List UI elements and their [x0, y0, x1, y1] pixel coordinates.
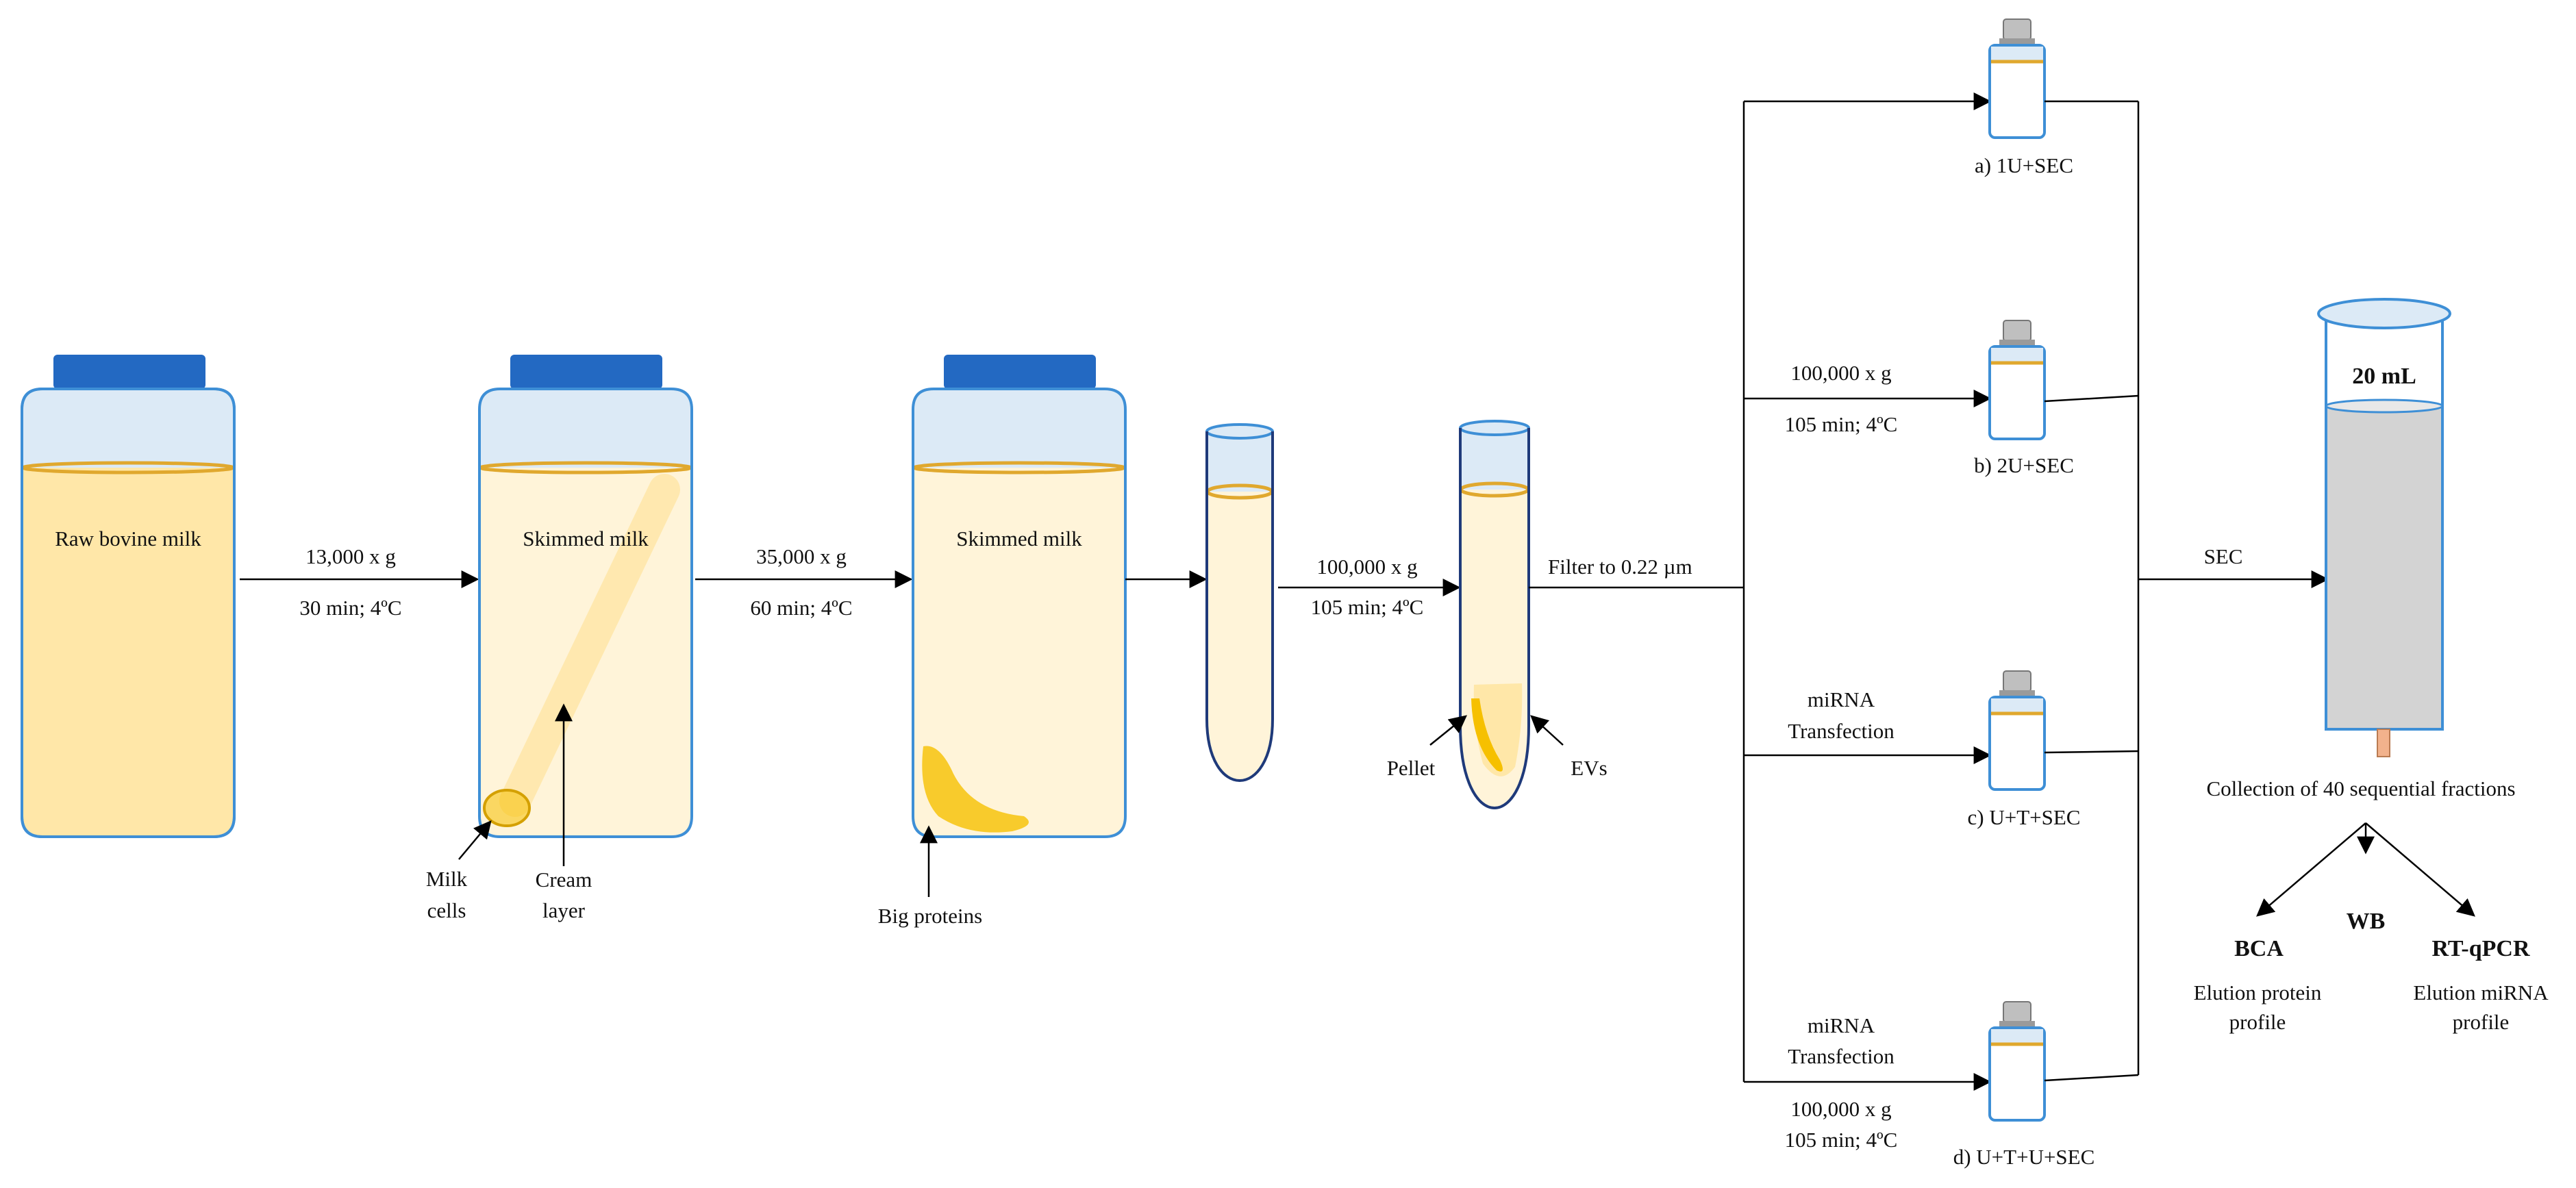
vial-body: [1988, 345, 2046, 440]
column-resin-top: [2325, 399, 2444, 414]
branch-d-time: 105 min; 4ºC: [1785, 1128, 1898, 1152]
cream-layer-label-2: layer: [542, 898, 586, 922]
vial-headspace: [1991, 348, 2043, 362]
jar-headspace: [23, 390, 233, 468]
tube-rim: [1205, 423, 1274, 440]
vial-cap: [2003, 1001, 2031, 1023]
branch-d-label: d) U+T+U+SEC: [1953, 1145, 2095, 1169]
jar-headspace: [481, 390, 690, 468]
cream-layer-streak: [499, 474, 680, 817]
column-reservoir-lip: [2317, 298, 2451, 329]
jar-lid: [53, 355, 205, 389]
tube-body: [1207, 431, 1273, 781]
jar-headspace: [914, 390, 1124, 468]
milk-cells-pointer: [458, 820, 492, 860]
milk-cells-label: Milk: [426, 867, 468, 891]
jar-body: [913, 389, 1125, 837]
vial-d: [1988, 1001, 2046, 1122]
vial-cap: [2003, 670, 2031, 692]
branch-c-label: c) U+T+SEC: [1968, 805, 2081, 829]
jar-lid: [944, 355, 1096, 389]
branch-c-line1: miRNA: [1808, 687, 1875, 711]
skimmed-milk-label-2: Skimmed milk: [956, 527, 1082, 551]
column-body-upper: [2325, 319, 2444, 407]
output-arrow-bca: [2256, 822, 2366, 917]
evs-label: EVs: [1571, 756, 1607, 780]
pellet-crescent: [1471, 698, 1503, 772]
raw-milk-label: Raw bovine milk: [55, 527, 201, 551]
spin1-time: 30 min; 4ºC: [299, 596, 401, 620]
spin3-speed: 100,000 x g: [1316, 555, 1417, 579]
tube-rim: [1459, 420, 1530, 436]
column-outlet: [2377, 729, 2390, 757]
milk-cells-label-2: cells: [427, 898, 466, 922]
vial-neck: [1999, 340, 2035, 346]
vial-c: [1988, 670, 2046, 791]
pellet-pointer: [1429, 715, 1468, 746]
column-resin: [2325, 405, 2444, 731]
raw-milk-jar: Raw bovine milk: [21, 355, 236, 838]
vial-cap: [2003, 320, 2031, 342]
rt-desc-2: profile: [2453, 1010, 2510, 1034]
bca-desc-1: Elution protein: [2194, 981, 2322, 1004]
spin3-time: 105 min; 4ºC: [1311, 595, 1424, 619]
branch-b-speed: 100,000 x g: [1790, 361, 1891, 385]
skimmed-milk-jar-1: Skimmed milk: [478, 355, 693, 838]
pellet-label: Pellet: [1387, 756, 1436, 780]
spin1-speed: 13,000 x g: [305, 544, 396, 568]
vial-c-out: [2044, 750, 2139, 754]
vial-b: [1988, 320, 2046, 440]
bca-desc-2: profile: [2229, 1010, 2286, 1034]
cream-layer-label: Cream: [536, 868, 592, 892]
milk-cells-blob: [483, 789, 531, 827]
vial-neck: [1999, 38, 2035, 45]
vial-headspace: [1991, 698, 2043, 712]
branch-d-speed: 100,000 x g: [1790, 1097, 1891, 1121]
skimmed-milk-label-1: Skimmed milk: [523, 527, 649, 551]
filter-label: Filter to 0.22 µm: [1548, 555, 1692, 579]
vial-neck: [1999, 1021, 2035, 1028]
jar-body: [479, 389, 692, 837]
rtqpcr-label: RT-qPCR: [2431, 936, 2529, 961]
tube-headspace: [1207, 431, 1273, 492]
ultracentrifuge-tube-2: [1459, 420, 1530, 809]
bca-label: BCA: [2234, 936, 2284, 961]
vial-body: [1988, 44, 2046, 139]
skimmed-milk-jar-2: Skimmed milk: [912, 355, 1127, 838]
branch-b-label: b) 2U+SEC: [1974, 453, 2074, 477]
spin2-speed: 35,000 x g: [756, 544, 847, 568]
wb-label: WB: [2347, 909, 2386, 934]
jar-outline: [21, 388, 236, 838]
evs-pointer: [1530, 715, 1564, 746]
branch-d-line2: Transfection: [1788, 1044, 1895, 1068]
ultracentrifuge-tube-1: [1205, 423, 1274, 782]
branch-b-time: 105 min; 4ºC: [1785, 412, 1898, 436]
big-proteins-sediment: [922, 746, 1029, 833]
branch-d-line1: miRNA: [1808, 1013, 1875, 1037]
branch-a-label: a) 1U+SEC: [1975, 153, 2073, 177]
vial-d-out: [2044, 1074, 2139, 1082]
output-arrow-rtqpcr: [2365, 822, 2475, 917]
vial-body: [1988, 1026, 2046, 1122]
jar-lid: [510, 355, 662, 389]
vial-headspace: [1991, 1029, 2043, 1043]
vial-cap: [2003, 18, 2031, 40]
tube-outline: [1205, 431, 1274, 782]
column-volume: 20 mL: [2352, 364, 2416, 389]
vial-body: [1988, 696, 2046, 791]
vial-headspace: [1991, 47, 2043, 60]
collection-label: Collection of 40 sequential fractions: [2206, 776, 2515, 800]
spin2-time: 60 min; 4ºC: [750, 596, 852, 620]
vial-a: [1988, 18, 2046, 139]
tube-outline: [1459, 428, 1530, 809]
vial-neck: [1999, 690, 2035, 697]
tube-headspace: [1460, 428, 1529, 490]
branch-c-line2: Transfection: [1788, 719, 1895, 743]
big-proteins-label: Big proteins: [878, 904, 982, 928]
sec-label: SEC: [2204, 544, 2243, 568]
vial-b-out: [2044, 394, 2139, 403]
rt-desc-1: Elution miRNA: [2413, 981, 2549, 1004]
sec-column: 20 mL: [2317, 298, 2451, 757]
